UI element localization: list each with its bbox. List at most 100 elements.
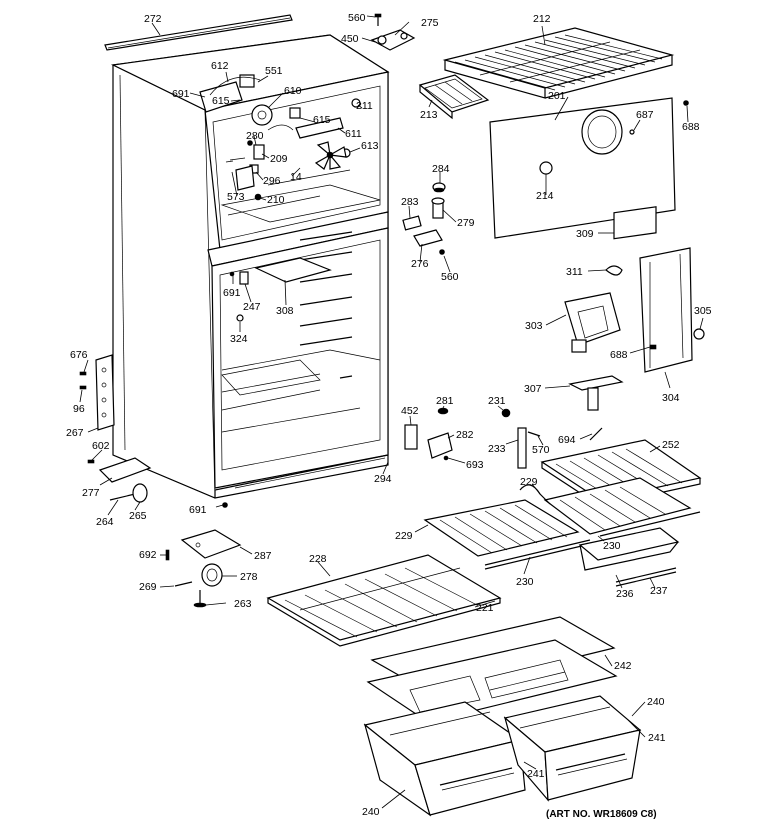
freezer-wire-shelf-212 — [442, 27, 675, 99]
hinge-plate-267 — [79, 354, 115, 431]
part-label: 229 — [520, 476, 538, 488]
part-label: 229 — [395, 530, 413, 542]
part-label: 676 — [70, 349, 88, 361]
part-label: 324 — [230, 333, 248, 345]
leveler-bracket-287 — [165, 529, 242, 561]
part-label: 240 — [362, 806, 380, 818]
part-label: 450 — [341, 33, 359, 45]
part-label: 277 — [82, 487, 100, 499]
light-parts — [229, 271, 249, 322]
meat-pan-236 — [578, 527, 680, 587]
part-label: 272 — [144, 13, 162, 25]
hinge-bracket-parts — [404, 407, 453, 461]
part-label: 242 — [614, 660, 632, 672]
freezer-fan-and-controls — [199, 74, 361, 201]
part-label: 303 — [525, 320, 543, 332]
part-label: 201 — [548, 90, 566, 102]
part-label: 688 — [682, 121, 700, 133]
part-label: 263 — [234, 598, 252, 610]
part-label: 278 — [240, 571, 258, 583]
part-label: 283 — [401, 196, 419, 208]
part-label: 307 — [524, 383, 542, 395]
leader-lines — [79, 15, 704, 809]
part-label: 687 — [636, 109, 654, 121]
glass-shelf-252 — [540, 439, 702, 507]
part-label: 693 — [466, 459, 484, 471]
part-label: 267 — [66, 427, 84, 439]
art-number: (ART NO. WR18609 C8) — [546, 809, 657, 820]
part-label: 570 — [532, 444, 550, 456]
part-label: 212 — [533, 13, 551, 25]
part-label: 240 — [647, 696, 665, 708]
part-label: 304 — [662, 392, 680, 404]
part-label: 691 — [223, 287, 241, 299]
part-label: 613 — [361, 140, 379, 152]
part-label: 221 — [476, 602, 494, 614]
part-label: 269 — [139, 581, 157, 593]
crisper-cover-242 — [366, 616, 618, 723]
bottom-hinge-277 — [87, 457, 152, 483]
part-label: 213 — [420, 109, 438, 121]
shelf-support-233 — [501, 408, 603, 469]
part-label: 231 — [488, 395, 506, 407]
part-label: 209 — [270, 153, 288, 165]
crisper-drawer-right-240 — [503, 695, 642, 802]
part-label: 241 — [527, 768, 545, 780]
part-label: 296 — [263, 175, 281, 187]
light-socket-parts — [402, 182, 446, 255]
part-label: 294 — [374, 473, 392, 485]
part-label: 311 — [566, 266, 583, 278]
roller-assembly — [109, 483, 228, 508]
part-label: 214 — [536, 190, 554, 202]
part-label: 308 — [276, 305, 294, 317]
part-label: 279 — [457, 217, 475, 229]
ice-tray-213 — [418, 74, 490, 120]
glass-shelf-228 — [266, 554, 502, 647]
part-label: 694 — [558, 434, 576, 446]
part-label: 228 — [309, 553, 327, 565]
part-label: 211 — [356, 100, 373, 112]
part-label: 233 — [488, 443, 506, 455]
part-label: 252 — [662, 439, 680, 451]
part-label: 281 — [436, 395, 454, 407]
control-housing-group — [564, 247, 705, 373]
crisper-drawer-left-240 — [363, 701, 526, 817]
part-label: 691 — [172, 88, 190, 100]
breaker-strip-272 — [104, 14, 293, 51]
part-label: 615 — [313, 114, 331, 126]
part-label: 275 — [421, 17, 439, 29]
part-label: 309 — [576, 228, 594, 240]
part-label: 551 — [265, 65, 283, 77]
cantilever-shelf-229-left — [423, 499, 591, 570]
part-label: 282 — [456, 429, 474, 441]
part-labels: 272 560 275 450 212 612 551 691 615 610 … — [66, 12, 712, 818]
leveling-parts — [174, 563, 223, 608]
part-label: 452 — [401, 405, 419, 417]
part-label: 615 — [212, 95, 230, 107]
part-label: 688 — [610, 349, 628, 361]
part-label: 241 — [648, 732, 666, 744]
part-label: 237 — [650, 585, 668, 597]
cabinet-assembly — [110, 34, 390, 499]
part-label: 691 — [189, 504, 207, 516]
part-label: 236 — [616, 588, 634, 600]
part-label: 602 — [92, 440, 110, 452]
part-label: 284 — [432, 163, 450, 175]
damper-307 — [568, 375, 624, 411]
part-label: 610 — [284, 85, 302, 97]
part-label: 264 — [96, 516, 114, 528]
cantilever-shelf-229-right — [519, 477, 701, 537]
part-label: 96 — [73, 403, 85, 415]
part-label: 305 — [694, 305, 712, 317]
part-label: 611 — [345, 128, 362, 140]
part-label: 230 — [603, 540, 621, 552]
rating-label-309 — [613, 206, 657, 240]
part-label: 265 — [129, 510, 147, 522]
part-label: 560 — [441, 271, 459, 283]
shelf-rib-set — [299, 231, 353, 379]
part-label: 230 — [516, 576, 534, 588]
part-label: 280 — [246, 130, 264, 142]
light-shield-308 — [254, 257, 332, 283]
part-label: 14 — [290, 171, 302, 183]
